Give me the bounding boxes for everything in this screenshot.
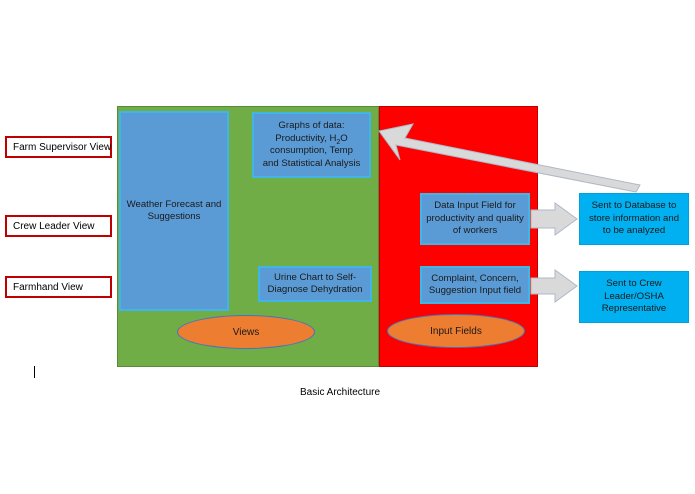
input-fields-ellipse: Input Fields [387,314,525,348]
graphs-line-2-sub: 2 [336,138,341,146]
text-cursor [34,366,35,378]
weather-forecast-text: Weather Forecast and Suggestions [126,198,222,223]
views-label: Views [232,326,260,338]
complaint-input-box: Complaint, Concern, Suggestion Input fie… [420,266,530,304]
urine-chart-box: Urine Chart to Self-Diagnose Dehydration [258,266,372,302]
complaint-to-crew-leader-arrow [530,269,578,303]
graphs-line-4: and Statistical Analysis [262,157,361,169]
graphs-line-3: consumption, Temp [269,145,353,156]
views-ellipse: Views [177,315,315,349]
graphs-line-2: Productivity, H2O [263,133,361,146]
crew-leader-osha-box: Sent to Crew Leader/OSHA Representative [579,271,689,323]
database-box: Sent to Database to store information an… [579,193,689,245]
urine-chart-text: Urine Chart to Self-Diagnose Dehydration [267,271,363,296]
graphs-line-2-pre: Productivity, H [275,132,337,144]
data-input-field-text: Data Input Field for productivity and qu… [426,200,524,237]
data-input-field-box: Data Input Field for productivity and qu… [420,193,530,245]
data-input-to-database-arrow [530,202,578,236]
weather-forecast-box: Weather Forecast and Suggestions [119,111,229,311]
diagram-caption: Basic Architecture [300,387,381,398]
graphs-of-data-box: Graphs of data: Productivity, H2O consum… [252,112,371,178]
database-to-graphs-arrow [378,123,641,193]
crew-leader-osha-text: Sent to Crew Leader/OSHA Representative [601,278,667,315]
crew-leader-view-label: Crew Leader View [5,215,112,237]
farm-supervisor-view-label: Farm Supervisor View [5,136,112,158]
farmhand-view-label: Farmhand View [5,276,112,298]
graphs-line-2-post: O [340,132,348,144]
input-fields-label: Input Fields [430,325,482,337]
complaint-input-text: Complaint, Concern, Suggestion Input fie… [428,272,522,297]
database-text: Sent to Database to store information an… [588,200,680,237]
graphs-of-data-text: Graphs of data: Productivity, H2O consum… [263,120,361,170]
graphs-line-1: Graphs of data: [278,120,345,131]
